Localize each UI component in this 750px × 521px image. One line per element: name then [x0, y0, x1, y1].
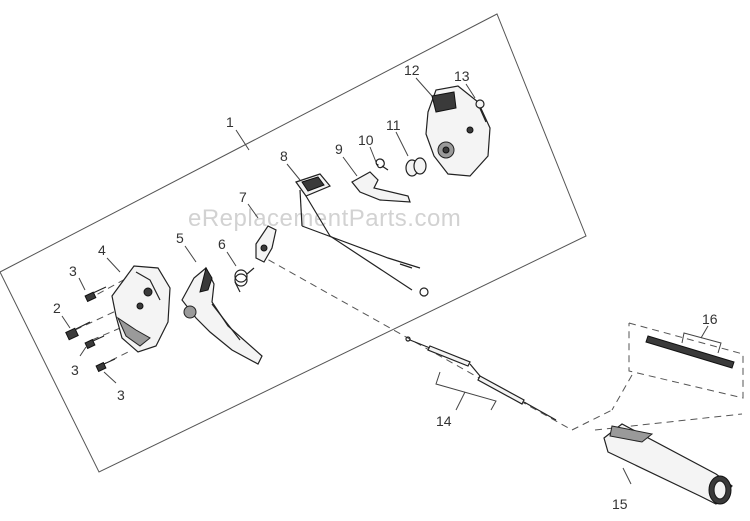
- leader-2: [61, 315, 71, 329]
- callout-11: 11: [386, 117, 401, 133]
- callout-5: 5: [176, 230, 184, 246]
- spring-10: [375, 158, 389, 171]
- assembly-frame: [0, 13, 587, 473]
- leader-14: [455, 391, 466, 411]
- stop-switch-8: [295, 173, 429, 297]
- guide-line-lower: [571, 409, 613, 431]
- callout-2: 2: [53, 300, 61, 316]
- callout-10: 10: [358, 132, 374, 148]
- torsion-spring-6: [234, 267, 255, 293]
- callout-13: 13: [454, 68, 470, 84]
- callout-3-lower: 3: [117, 387, 125, 403]
- leader-16: [700, 325, 709, 339]
- throttle-trigger: [181, 266, 263, 365]
- leader-14-bracket: [435, 371, 497, 411]
- throttle-cable-14: [405, 336, 557, 421]
- housing-left: [111, 265, 171, 353]
- spring-16: [645, 335, 735, 369]
- lockout-lever-9: [351, 171, 411, 203]
- handle-grip-15: [603, 423, 733, 505]
- leader-3b: [79, 346, 87, 357]
- callout-4: 4: [98, 242, 106, 258]
- callout-12: 12: [404, 62, 420, 78]
- callout-6: 6: [218, 236, 226, 252]
- callout-3-middle: 3: [71, 362, 79, 378]
- guide-line-spring: [611, 374, 633, 411]
- leader-8: [286, 163, 301, 181]
- screw-3-lower: [95, 358, 116, 373]
- spring-frame: [628, 322, 744, 399]
- callout-8: 8: [280, 148, 288, 164]
- callout-9: 9: [335, 141, 343, 157]
- leader-12: [415, 77, 433, 97]
- callout-16: 16: [702, 311, 718, 327]
- callout-15: 15: [612, 496, 628, 512]
- nut-13: [475, 99, 485, 109]
- leader-4: [106, 257, 121, 273]
- leader-16-bracket: [681, 332, 722, 354]
- leader-5: [184, 245, 197, 263]
- lever-7: [255, 225, 277, 263]
- leader-7: [247, 203, 259, 219]
- leader-15: [622, 467, 632, 485]
- guide-line-screws-2: [74, 309, 119, 331]
- leader-3c: [103, 371, 117, 384]
- callout-7: 7: [239, 189, 247, 205]
- bushing-11: [405, 157, 427, 177]
- callout-1: 1: [226, 114, 234, 130]
- callout-14: 14: [436, 413, 452, 429]
- leader-9: [342, 156, 358, 177]
- leader-3a: [78, 277, 86, 291]
- screw-2: [65, 321, 91, 341]
- leader-11: [395, 131, 409, 157]
- leader-6: [226, 251, 237, 267]
- housing-right: [425, 85, 491, 177]
- screw-3-middle: [84, 335, 105, 350]
- callout-3-upper: 3: [69, 263, 77, 279]
- leader-1: [235, 129, 250, 151]
- screw-3-upper: [84, 286, 107, 303]
- leader-13: [465, 83, 476, 99]
- leader-10: [369, 146, 377, 163]
